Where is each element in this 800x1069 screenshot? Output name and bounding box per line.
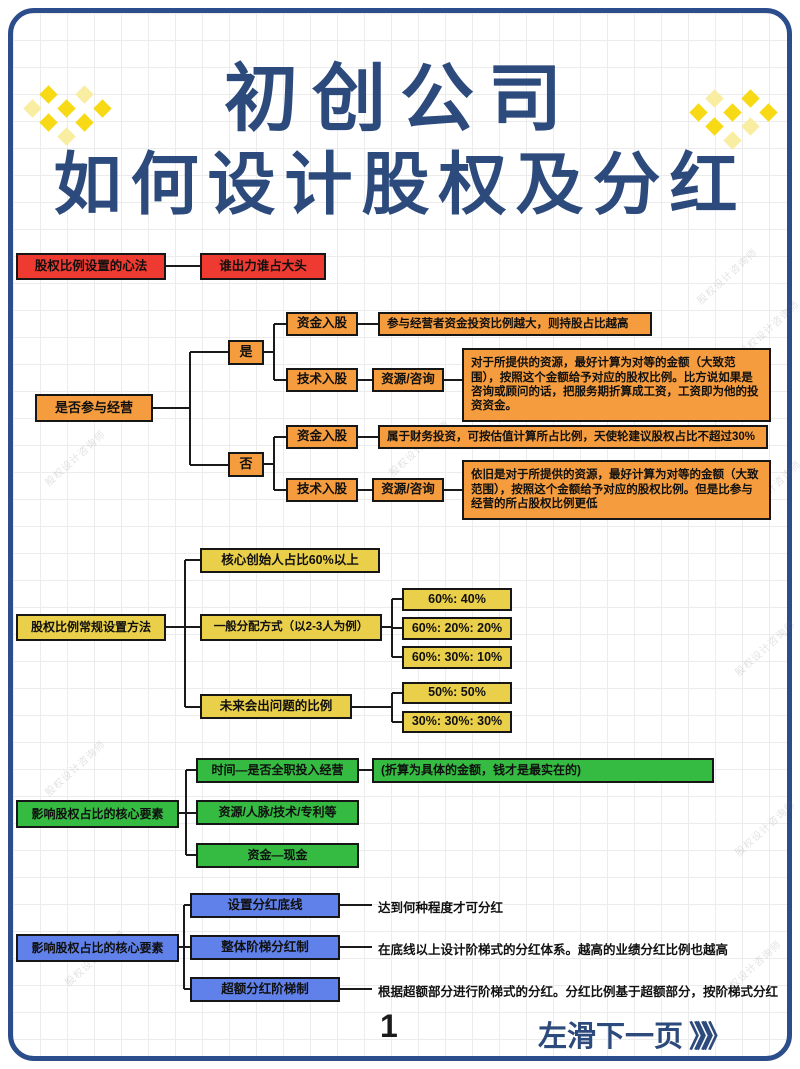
- yes-tech-sub-box: 资源/咨询: [372, 368, 444, 392]
- allocation-core-box: 核心创始人占比60%以上: [200, 548, 380, 573]
- yes-capital-desc-box: 参与经营者资金投资比例越大，则持股占比越高: [378, 312, 652, 336]
- yes-capital-box: 资金入股: [286, 312, 358, 336]
- factor-time-box: 时间—是否全职投入经营: [196, 758, 359, 783]
- dividend-tier-box: 整体阶梯分红制: [190, 935, 340, 960]
- mindset-label-box: 股权比例设置的心法: [16, 253, 166, 280]
- dividend-tier-desc: 在底线以上设计阶梯式的分红体系。越高的业绩分红比例也越高: [378, 943, 729, 957]
- allocation-problem-box: 未来会出问题的比例: [200, 694, 352, 719]
- no-tech-box: 技术入股: [286, 478, 358, 502]
- ratio-box: 60%: 20%: 20%: [402, 617, 512, 640]
- next-page-arrows-icon: 》》》: [689, 1021, 733, 1054]
- participation-yes-box: 是: [228, 340, 264, 365]
- allocation-label-box: 股权比例常规设置方法: [16, 614, 166, 641]
- no-tech-desc-box: 依旧是对于所提供的资源，最好计算为对等的金额（大致范围），按照这个金额给予对应的…: [462, 460, 771, 520]
- dividend-floor-desc: 达到何种程度才可分红: [378, 901, 504, 915]
- allocation-general-box: 一般分配方式（以2-3人为例）: [200, 614, 382, 641]
- ratio-box: 50%: 50%: [402, 682, 512, 704]
- dividend-excess-box: 超额分红阶梯制: [190, 977, 340, 1002]
- participation-label-box: 是否参与经营: [35, 394, 153, 422]
- next-page-hint: 左滑下一页 》》》: [538, 1012, 733, 1056]
- dividend-floor-box: 设置分红底线: [190, 893, 340, 918]
- yes-tech-box: 技术入股: [286, 368, 358, 392]
- ratio-box: 60%: 30%: 10%: [402, 646, 512, 669]
- no-capital-box: 资金入股: [286, 425, 358, 449]
- no-capital-desc-box: 属于财务投资，可按估值计算所占比例，天使轮建议股权占比不超过30%: [378, 425, 768, 449]
- factors-label-box: 影响股权占比的核心要素: [16, 800, 179, 828]
- participation-no-box: 否: [228, 452, 264, 477]
- ratio-box: 60%: 40%: [402, 588, 512, 611]
- factor-capital-box: 资金—现金: [196, 843, 359, 868]
- mindset-value-box: 谁出力谁占大头: [200, 253, 326, 280]
- diamond-decoration-right: [689, 89, 784, 150]
- page-number: 1: [380, 1008, 398, 1044]
- page-border-frame: [8, 8, 792, 1061]
- dividend-label-box: 影响股权占比的核心要素: [16, 934, 179, 962]
- page-title-line1: 初创公司: [224, 57, 576, 140]
- yes-tech-desc-box: 对于所提供的资源，最好计算为对等的金额（大致范围），按照这个金额给予对应的股权比…: [462, 348, 771, 422]
- factor-resource-box: 资源/人脉/技术/专利等: [196, 800, 359, 825]
- no-tech-sub-box: 资源/咨询: [372, 478, 444, 502]
- dividend-excess-desc: 根据超额部分进行阶梯式的分红。分红比例基于超额部分，按阶梯式分红: [378, 985, 779, 999]
- next-page-label: 左滑下一页: [538, 1021, 684, 1053]
- diamond-decoration-left: [23, 85, 118, 146]
- ratio-box: 30%: 30%: 30%: [402, 711, 512, 733]
- factor-time-desc-box: (折算为具体的金额，钱才是最实在的): [372, 758, 714, 783]
- page-title-line2: 如何设计股权及分红: [53, 147, 747, 223]
